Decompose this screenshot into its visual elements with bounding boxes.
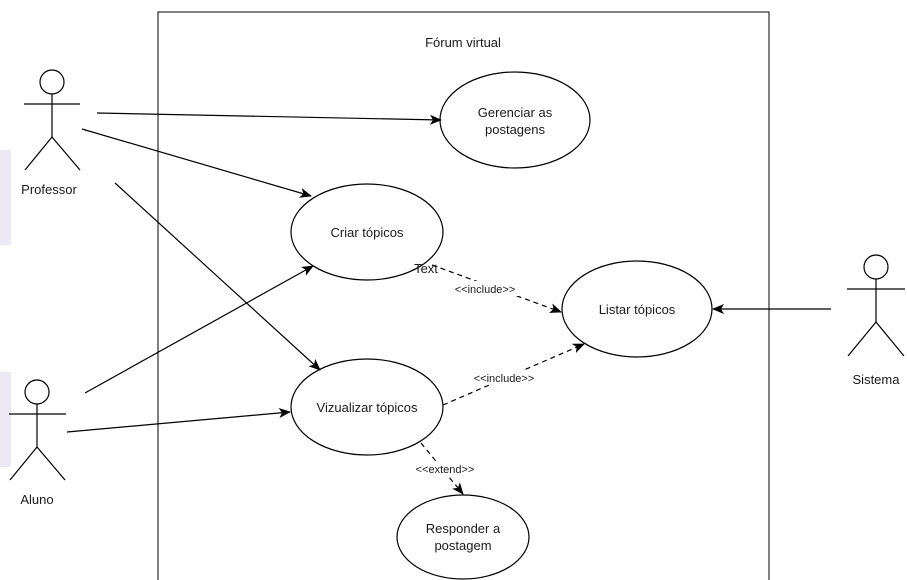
association-professor-gerenciar[interactable]	[96, 112, 442, 125]
extend-vizualizar-responder[interactable]	[420, 442, 464, 495]
include-2-label: <<include>>	[474, 373, 535, 385]
actor-sistema-label: Sistema	[853, 372, 901, 387]
include-criar-listar[interactable]	[431, 264, 562, 313]
use-case-criar-topicos[interactable]: Criar tópicos	[290, 183, 444, 281]
actor-aluno-label: Aluno	[20, 492, 53, 507]
use-case-gerenciar-label-line1: Gerenciar as	[478, 105, 553, 120]
stray-text-label: Text	[414, 261, 438, 276]
extend-label-bg	[402, 461, 488, 476]
use-case-listar-topicos[interactable]: Listar tópicos	[561, 260, 713, 358]
include-2-label-bg	[468, 370, 540, 385]
system-title: Fórum virtual	[425, 35, 501, 50]
include-1-label-bg	[449, 281, 521, 296]
association-aluno-criar[interactable]	[84, 265, 314, 394]
extend-label: <<extend>>	[416, 464, 475, 476]
left-edge-tint-bottom	[0, 372, 11, 467]
actor-professor[interactable]	[24, 69, 81, 171]
use-case-criar-label: Criar tópicos	[331, 225, 404, 240]
use-case-vizualizar-topicos[interactable]: Vizualizar tópicos	[290, 358, 444, 456]
include-1-label: <<include>>	[455, 284, 516, 296]
association-aluno-vizualizar[interactable]	[66, 408, 291, 433]
use-case-vizualizar-label: Vizualizar tópicos	[317, 400, 418, 415]
actor-aluno[interactable]	[9, 379, 66, 481]
use-case-responder-label-line2: postagem	[434, 538, 491, 553]
actor-sistema[interactable]	[847, 254, 905, 357]
use-case-listar-label: Listar tópicos	[599, 302, 676, 317]
use-case-gerenciar-postagens[interactable]: Gerenciar as postagens	[439, 71, 591, 169]
association-professor-vizualizar[interactable]	[114, 182, 321, 371]
use-case-responder-postagem[interactable]: Responder a postagem	[396, 494, 530, 580]
association-professor-criar[interactable]	[81, 128, 312, 198]
use-case-responder-label-line1: Responder a	[426, 521, 501, 536]
actor-professor-label: Professor	[21, 182, 77, 197]
system-boundary	[157, 11, 770, 580]
use-case-gerenciar-label-line2: postagens	[485, 122, 545, 137]
left-edge-tint-top	[0, 150, 11, 245]
